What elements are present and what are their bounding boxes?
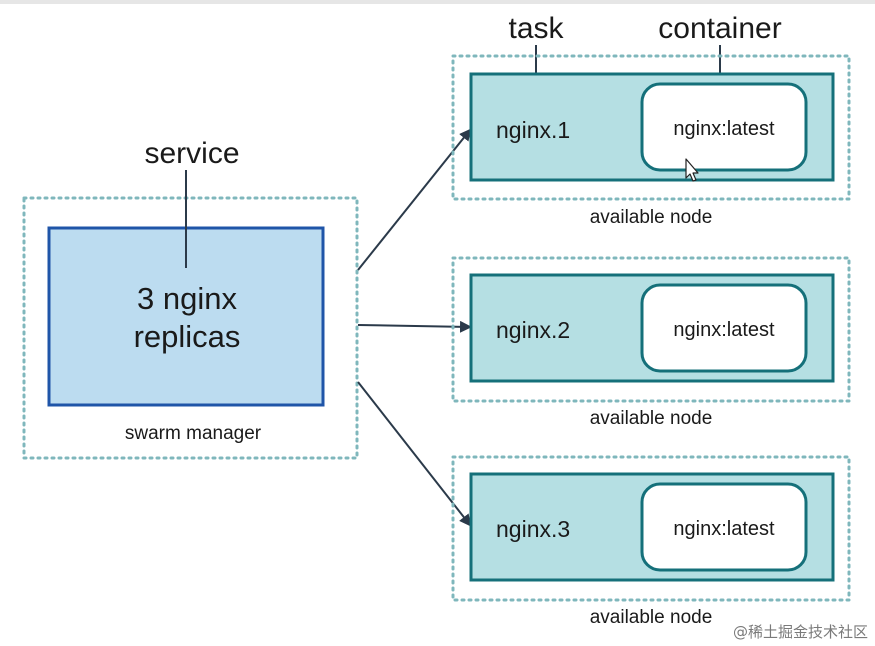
task-label: task	[508, 12, 564, 45]
manager-service-box	[47, 226, 325, 407]
container-image: nginx:latest	[673, 518, 775, 540]
task-name: nginx.1	[496, 117, 570, 143]
task-name: nginx.2	[496, 317, 570, 343]
top-strip	[0, 0, 875, 4]
swarm-manager-caption: swarm manager	[125, 423, 262, 444]
service-label: service	[144, 137, 239, 170]
swarm-manager-group: service 3 nginx replicas swarm manager	[22, 137, 359, 460]
manager-dotted-border	[22, 196, 359, 460]
available-node-3: nginx.3 nginx:latest available node	[451, 455, 851, 628]
container-image: nginx:latest	[673, 118, 775, 140]
arrow-to-node-2	[357, 320, 472, 333]
available-node-2: nginx.2 nginx:latest available node	[451, 256, 851, 429]
container-label: container	[658, 12, 781, 45]
available-node-1: nginx.1 nginx:latest available node	[451, 54, 851, 228]
arrow-to-node-1	[357, 128, 472, 271]
manager-replicas-line2: replicas	[134, 319, 241, 354]
container-image: nginx:latest	[673, 319, 775, 341]
task-name: nginx.3	[496, 516, 570, 542]
container-box	[640, 82, 808, 172]
node-dotted-border	[451, 455, 851, 602]
container-box	[640, 482, 808, 572]
mouse-pointer-icon	[685, 158, 699, 182]
node-dotted-border	[451, 54, 851, 201]
watermark-text: @稀土掘金技术社区	[733, 623, 868, 641]
node-caption: available node	[590, 408, 713, 429]
node-dotted-border	[451, 256, 851, 403]
node-caption: available node	[590, 607, 713, 628]
arrow-to-node-3	[357, 381, 472, 527]
manager-replicas-line1: 3 nginx	[137, 281, 237, 316]
container-box	[640, 283, 808, 373]
node-caption: available node	[590, 207, 713, 228]
arrows	[357, 128, 472, 527]
